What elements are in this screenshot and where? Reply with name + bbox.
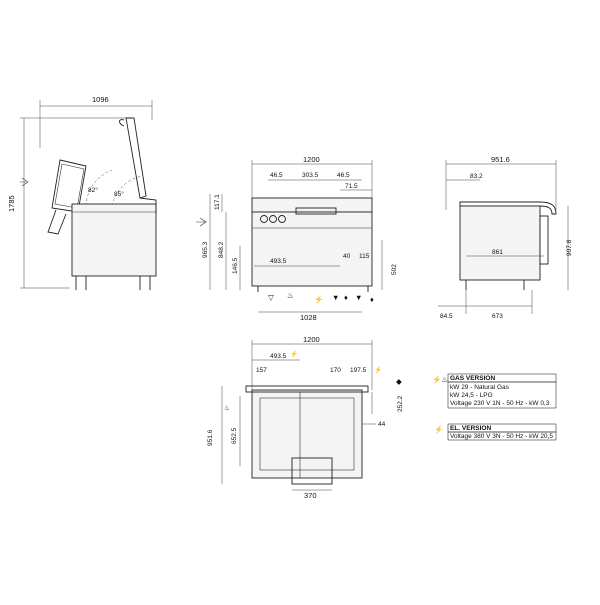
legend: ⚡♨ GAS VERSION kW 29 - Natural Gas kW 24…	[432, 373, 557, 441]
right-view: 951.6 83.2 861 907.8 84.5 673	[438, 155, 573, 320]
front-body	[251, 211, 373, 287]
side-width-label: 1096	[92, 95, 109, 104]
control-knob-2	[269, 215, 277, 223]
gas-line-3: Voltage 230 V 1N - 50 Hz - kW 0,3	[450, 400, 550, 407]
gas-line-1: kW 29 - Natural Gas	[450, 384, 510, 391]
top-rim	[245, 385, 369, 393]
electric-legend-icon: ⚡	[434, 425, 443, 434]
front-dim-146-5: 146.5	[232, 257, 239, 274]
right-lid	[459, 201, 557, 215]
top-utility-icons: ♨	[224, 404, 230, 412]
front-dim-502: 502	[391, 264, 398, 275]
top-dim-652-5: 652.5	[231, 427, 238, 444]
front-dim-117-1: 117.1	[214, 194, 221, 210]
right-dim-861: 861	[492, 249, 503, 256]
water-drop-icon: ▼	[332, 293, 339, 302]
angle-82-label: 82°	[88, 186, 98, 194]
arrow-icon	[196, 217, 207, 227]
top-dim-44: 44	[378, 421, 386, 428]
top-dim-197-5: 197.5	[350, 367, 367, 374]
top-width-label: 1200	[303, 335, 320, 344]
top-dim-370: 370	[304, 491, 317, 500]
front-dim-40: 40	[343, 253, 351, 260]
top-body	[251, 389, 363, 479]
front-dim-848-2: 848.2	[218, 241, 225, 258]
control-knob-1	[260, 215, 268, 223]
front-width-label: 1200	[303, 155, 320, 164]
right-dim-84-5: 84.5	[440, 313, 453, 320]
front-dim-303-5: 303.5	[302, 172, 319, 179]
top-dim-493-5: 493.5	[270, 353, 287, 360]
top-dim-170: 170	[330, 367, 341, 374]
top-dim-951-6: 951.6	[207, 429, 214, 446]
electric-icon: ⚡	[314, 295, 323, 304]
front-dim-115: 115	[359, 253, 370, 260]
control-knob-3	[278, 215, 286, 223]
front-dim-46-5-b: 46.5	[337, 172, 350, 179]
gas-connection-icon: ▽	[268, 293, 275, 302]
open-lid	[125, 117, 147, 199]
right-dim-83-2: 83.2	[470, 173, 483, 180]
water-inlet-icon: ♦	[344, 293, 348, 302]
front-top-deck	[251, 197, 373, 213]
top-view: 1200 493.5 ⚡ 157 170 197.5 ⚡ ◆ 252.2 44 …	[207, 335, 404, 500]
front-dim-1028: 1028	[300, 313, 317, 322]
side-height-label: 1785	[7, 195, 16, 212]
top-electric-icon: ⚡	[290, 350, 298, 358]
tilt-arc	[85, 169, 113, 207]
gas-flame-icon: ♨	[287, 291, 294, 300]
top-handle	[291, 457, 333, 485]
front-dim-965-3: 965.3	[202, 241, 209, 258]
drain-icon: ♦	[370, 295, 374, 304]
right-body	[459, 205, 541, 281]
side-view: 1096 1785 82° 85°	[7, 95, 157, 290]
gas-version-title: GAS VERSION	[450, 375, 495, 382]
front-dim-493-5: 493.5	[270, 258, 287, 265]
right-width-label: 951.6	[491, 155, 510, 164]
side-body	[71, 203, 157, 277]
arrow-icon	[20, 177, 29, 187]
el-version-title: EL. VERSION	[450, 425, 491, 432]
front-dim-46-5-a: 46.5	[270, 172, 283, 179]
angle-85-label: 85°	[114, 190, 124, 198]
front-handle	[295, 207, 337, 215]
top-dim-252-2: 252.2	[397, 395, 404, 412]
right-dim-673: 673	[492, 313, 503, 320]
front-view: 1200 46.5 303.5 46.5 71.5 117.1 965.3 84…	[196, 155, 398, 322]
gas-line-2: kW 24,5 - LPG	[450, 392, 493, 399]
water-drop-2-icon: ▼	[355, 293, 362, 302]
front-dim-71-5: 71.5	[345, 183, 358, 190]
top-dim-157: 157	[256, 367, 267, 374]
gas-inlet-icon: ◆	[396, 377, 403, 386]
gas-legend-icon: ⚡♨	[432, 375, 448, 384]
right-dim-907-8: 907.8	[566, 239, 573, 256]
el-line-1: Voltage 380 V 3N - 50 Hz - kW 20,5	[450, 433, 553, 440]
top-electric-2-icon: ⚡	[374, 366, 382, 374]
